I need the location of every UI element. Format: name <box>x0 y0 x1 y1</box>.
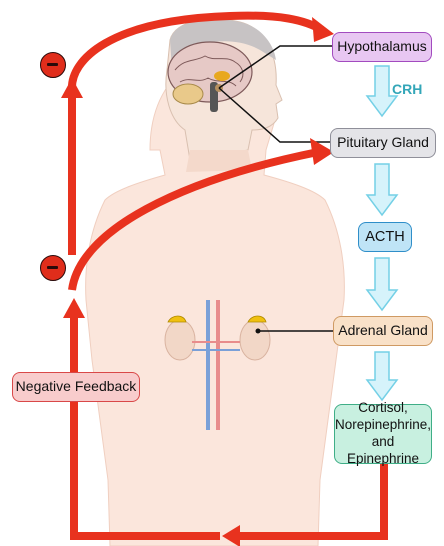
acth-label: ACTH <box>365 228 404 246</box>
arrow-down-icon <box>367 258 397 310</box>
hypothalamus-box: Hypothalamus <box>332 32 432 62</box>
cortisol-box: Cortisol, Norepinephrine, and Epinephrin… <box>334 404 432 464</box>
arrow-head-icon <box>312 17 334 42</box>
negative-feedback-box: Negative Feedback <box>12 372 140 402</box>
minus-icon <box>40 52 66 78</box>
cortisol-line-1: Cortisol, <box>335 400 431 417</box>
minus-icon <box>40 255 66 281</box>
cortisol-line-2: Norepinephrine, <box>335 417 431 434</box>
acth-box: ACTH <box>358 222 412 252</box>
adrenal-pointer-dot <box>256 329 261 334</box>
arrow-down-icon <box>367 352 397 400</box>
adrenal-gland-box: Adrenal Gland <box>333 316 433 346</box>
arrow-head-icon <box>63 298 85 318</box>
cortisol-line-3: and Epinephrine <box>335 434 431 468</box>
negative-feedback-label: Negative Feedback <box>16 378 137 396</box>
pituitary-gland-box: Pituitary Gland <box>330 128 436 158</box>
human-body-figure <box>86 19 345 546</box>
hypothalamus-label: Hypothalamus <box>337 38 427 56</box>
crh-label: CRH <box>392 81 422 97</box>
pituitary-label: Pituitary Gland <box>337 134 429 152</box>
arrow-head-icon <box>61 78 83 98</box>
adrenal-label: Adrenal Gland <box>338 322 428 340</box>
arrow-down-icon <box>367 164 397 215</box>
